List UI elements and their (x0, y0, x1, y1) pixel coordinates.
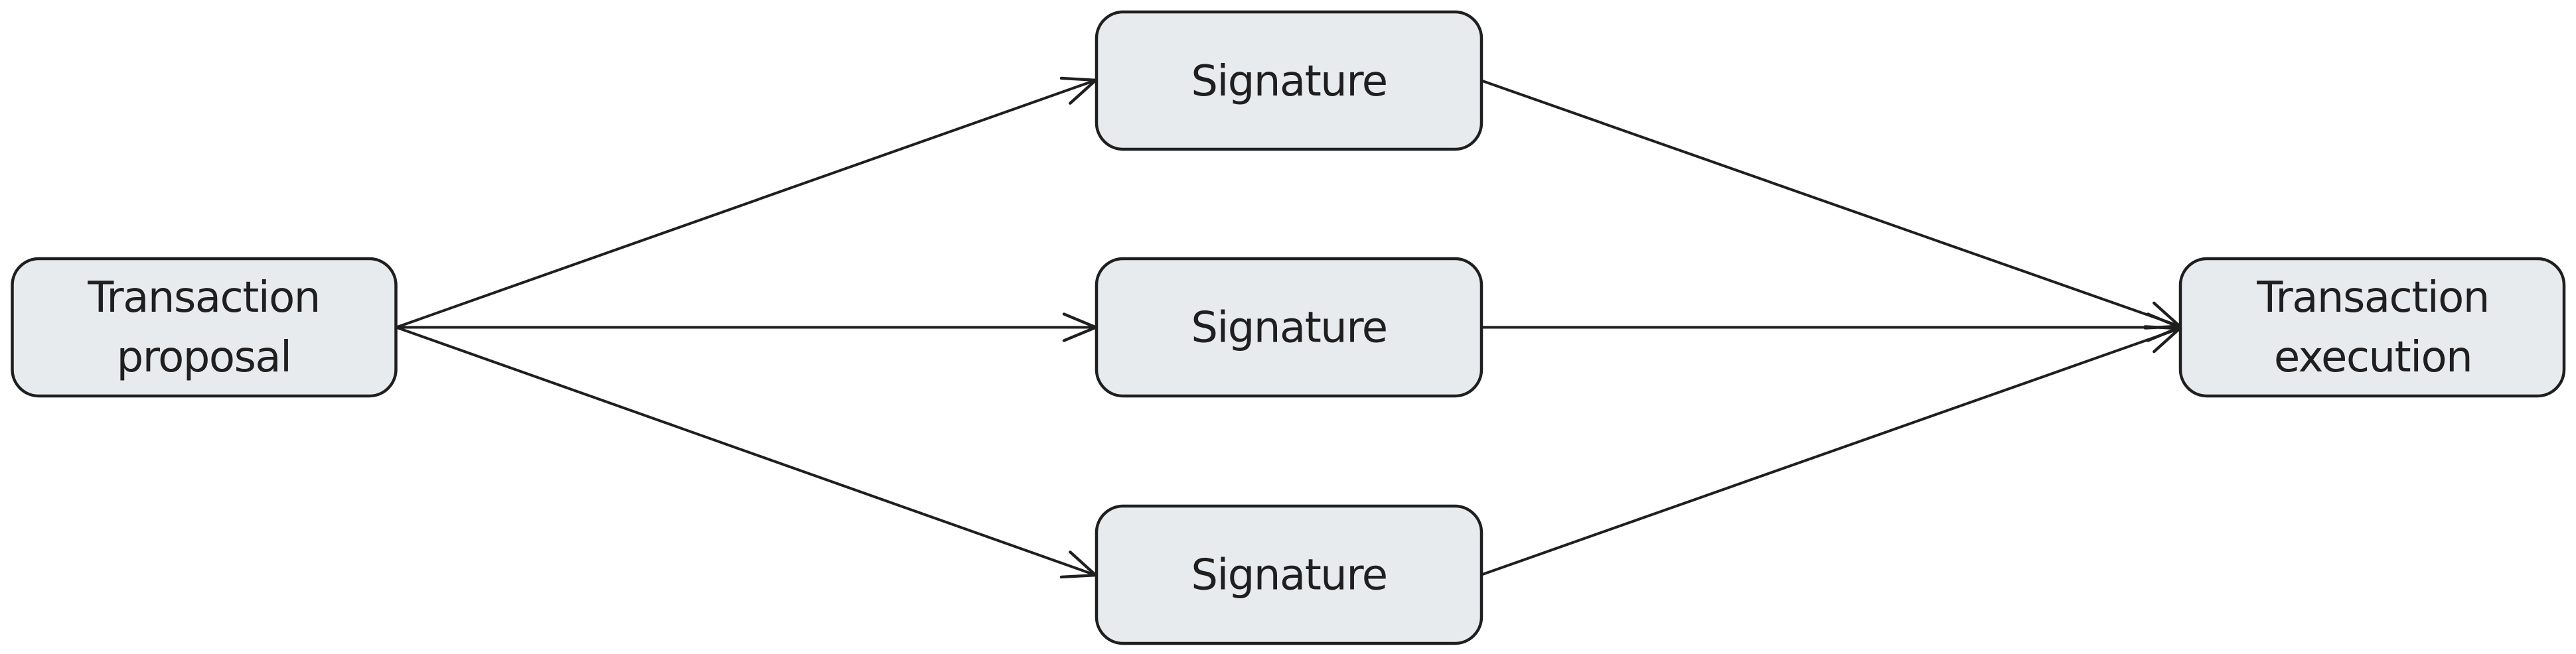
node-signature-bottom: Signature (1095, 504, 1483, 645)
node-transaction-execution-box (2178, 257, 2566, 398)
node-transaction-proposal-label-line2: proposal (117, 333, 291, 382)
node-transaction-proposal-label-line1: Transaction (87, 273, 320, 322)
node-signature-top: Signature (1095, 10, 1483, 151)
node-transaction-execution-label-line2: execution (2274, 333, 2472, 382)
node-signature-middle-box (1095, 257, 1483, 398)
node-transaction-proposal: Transaction proposal (11, 257, 398, 398)
edge-signature-top-to-execution (1481, 79, 2178, 326)
node-signature-bottom-label: Signature (1191, 551, 1387, 600)
node-signature-middle-label: Signature (1191, 304, 1387, 353)
node-signature-top-box (1095, 10, 1483, 151)
edge-proposal-to-signature-bottom (396, 326, 1095, 575)
node-signature-bottom-box (1095, 504, 1483, 645)
node-signature-top-label: Signature (1191, 57, 1387, 106)
node-signature-middle: Signature (1095, 257, 1483, 398)
edge-signature-bottom-to-execution (1481, 329, 2178, 576)
node-transaction-execution-label-line1: Transaction (2256, 273, 2489, 322)
node-transaction-proposal-box (11, 257, 398, 398)
edges (396, 81, 2178, 575)
node-transaction-execution: Transaction execution (2178, 257, 2566, 398)
edge-proposal-to-signature-top (396, 81, 1095, 329)
